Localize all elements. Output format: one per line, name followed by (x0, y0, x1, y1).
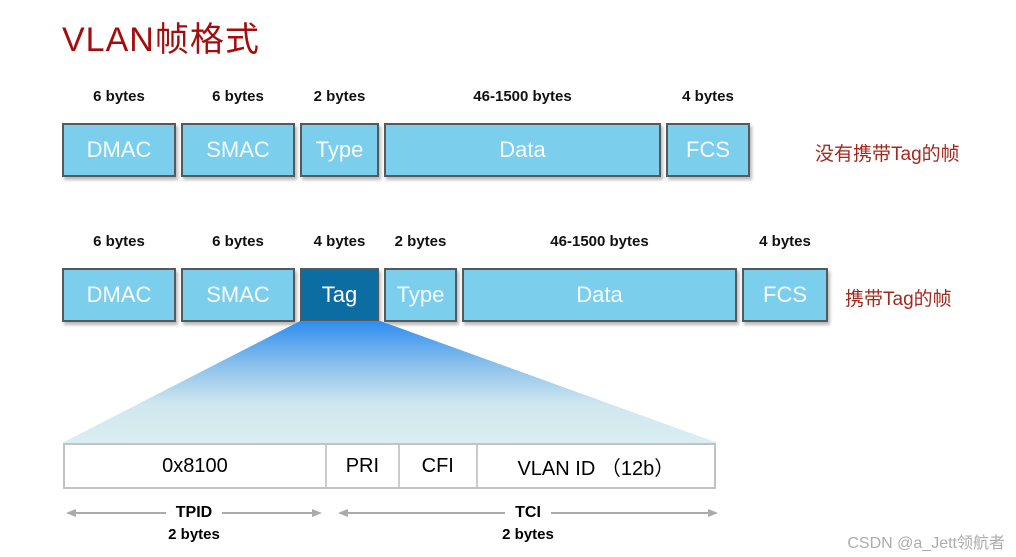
byte-size-label: 6 bytes (212, 88, 264, 105)
arrow-right-icon (708, 509, 718, 517)
detail-cell-vlan-id: VLAN ID （12b） (475, 445, 714, 487)
tag-expansion-funnel (62, 321, 718, 443)
field-box-fcs: FCS (742, 268, 828, 322)
field-box-dmac: DMAC (62, 268, 176, 322)
byte-size-label: 6 bytes (93, 88, 145, 105)
tci-span-arrow: TCI (338, 504, 718, 521)
field-box-type: Type (384, 268, 457, 322)
byte-size-label: 6 bytes (212, 233, 264, 250)
annotation-untagged: 没有携带Tag的帧 (815, 144, 960, 165)
byte-size-label: 2 bytes (394, 233, 447, 250)
arrow-left-icon (66, 509, 76, 517)
field-box-smac: SMAC (181, 123, 295, 177)
tpid-label: TPID (175, 504, 213, 521)
field-box-type: Type (300, 123, 379, 177)
arrow-left-icon (338, 509, 348, 517)
tci-bytes-label: 2 bytes (502, 526, 554, 543)
byte-size-label: 4 bytes (682, 88, 734, 105)
field-box-smac: SMAC (181, 268, 295, 322)
byte-size-label: 4 bytes (313, 233, 366, 250)
detail-cell-pri: PRI (324, 445, 398, 487)
detail-cell-cfi: CFI (397, 445, 476, 487)
field-box-data: Data (384, 123, 661, 177)
byte-size-label: 2 bytes (313, 88, 366, 105)
field-box-fcs: FCS (666, 123, 750, 177)
field-box-dmac: DMAC (62, 123, 176, 177)
detail-cell-tpid-value: 0x8100 (162, 454, 228, 477)
byte-size-label: 6 bytes (93, 233, 145, 250)
arrow-right-icon (312, 509, 323, 517)
tpid-bytes-label: 2 bytes (168, 526, 220, 543)
watermark: CSDN @a_Jett领航者 (847, 535, 1005, 552)
annotation-tagged: 携带Tag的帧 (845, 289, 952, 310)
byte-size-label: 4 bytes (759, 233, 811, 250)
byte-size-label: 46-1500 bytes (550, 233, 649, 250)
tag-detail-row: 0x8100 PRI CFI VLAN ID （12b） (63, 443, 716, 489)
tpid-span-arrow: TPID (66, 504, 323, 521)
field-box-tag: Tag (300, 268, 379, 322)
page-title: VLAN帧格式 (62, 21, 260, 59)
field-box-data: Data (462, 268, 737, 322)
tci-label: TCI (515, 504, 541, 521)
byte-size-label: 46-1500 bytes (473, 88, 572, 105)
